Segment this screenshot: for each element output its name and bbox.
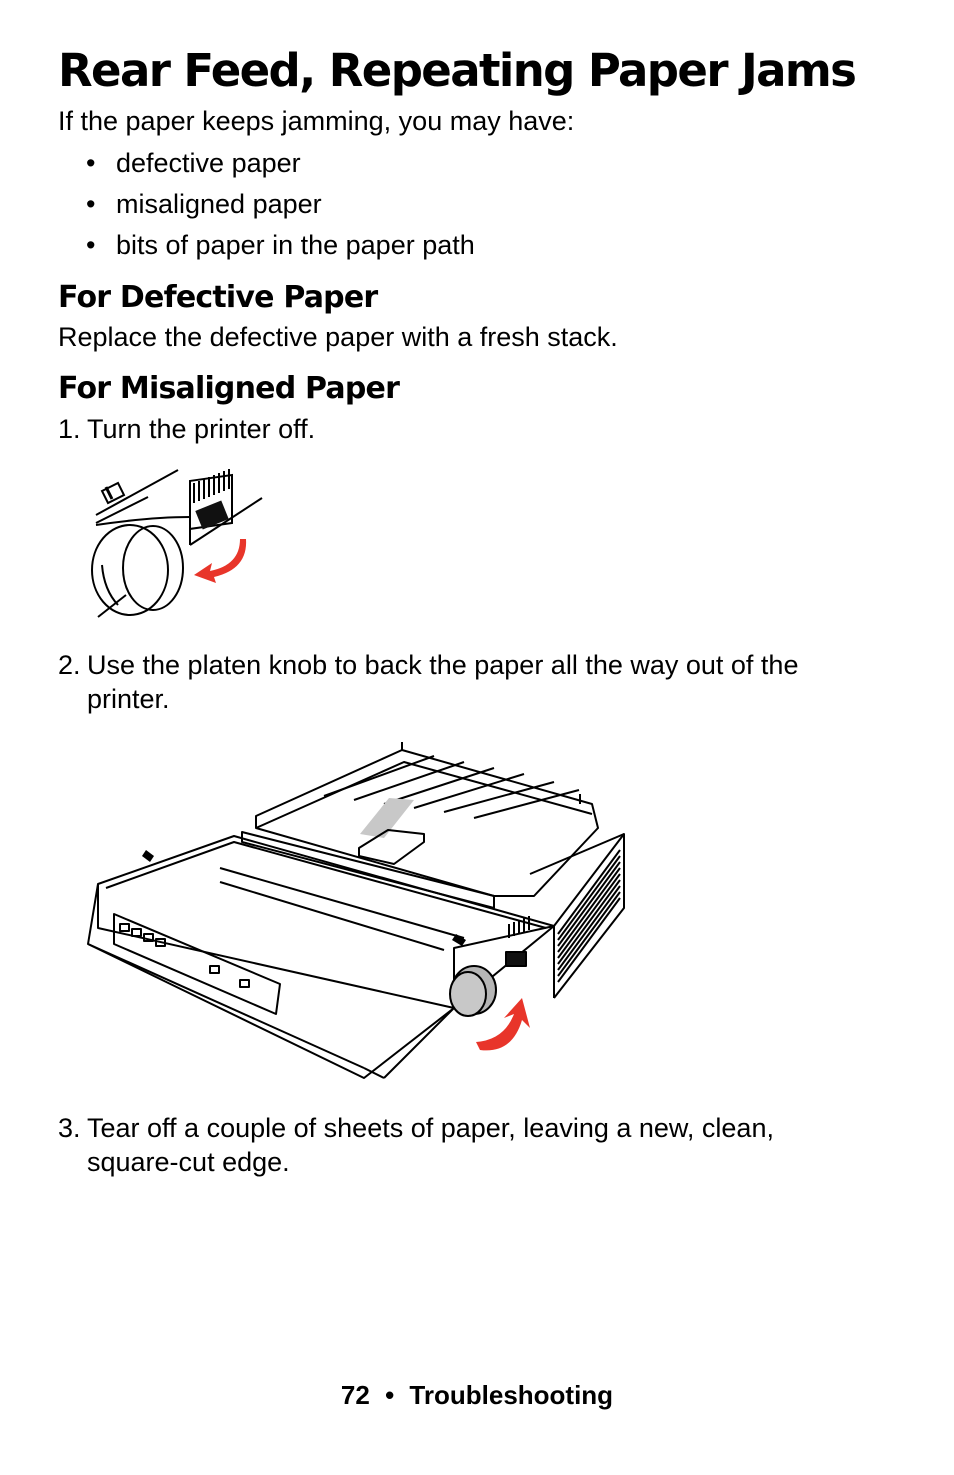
page-title: Rear Feed, Repeating Paper Jams [58,44,857,97]
footer-separator: • [385,1380,395,1410]
step-text: Turn the printer off. [87,414,316,444]
page-footer: 72 • Troubleshooting [0,1380,954,1411]
defective-paper-text: Replace the defective paper with a fresh… [58,322,618,352]
intro-text: If the paper keeps jamming, you may have… [58,106,575,136]
bullet-text: misaligned paper [116,189,322,219]
curved-arrow-icon [476,998,530,1051]
step-3: 3. Tear off a couple of sheets of paper,… [58,1111,774,1179]
bullet-marker: • [86,189,96,219]
step-text: printer. [87,684,170,714]
printer-illustration [87,742,625,1079]
platen-knob [449,965,497,1017]
step-2: 2. Use the platen knob to back the paper… [58,648,798,716]
list-item: • bits of paper in the paper path [86,228,475,269]
step-number: 3. [58,1113,81,1143]
bullet-marker: • [86,230,96,260]
toggle-switch-icon [100,481,126,505]
bullet-text: bits of paper in the paper path [116,230,475,260]
step-1: 1. Turn the printer off. [58,412,315,446]
page-number: 72 [340,1380,370,1410]
curved-arrow-icon [194,539,247,583]
step-number: 1. [58,414,81,444]
step-number: 2. [58,650,81,680]
misaligned-paper-heading: For Misaligned Paper [58,371,400,406]
step-text: Use the platen knob to back the paper al… [87,650,799,680]
power-switch-illustration [91,469,263,618]
bullet-marker: • [86,148,96,178]
defective-paper-heading: For Defective Paper [58,280,378,315]
list-item: • misaligned paper [86,187,475,228]
bullet-list: • defective paper • misaligned paper • b… [86,146,475,269]
step-text: Tear off a couple of sheets of paper, le… [87,1113,774,1143]
section-name: Troubleshooting [409,1380,614,1410]
bullet-text: defective paper [116,148,301,178]
list-item: • defective paper [86,146,475,187]
step-text: square-cut edge. [87,1147,290,1177]
power-switch [195,500,229,530]
